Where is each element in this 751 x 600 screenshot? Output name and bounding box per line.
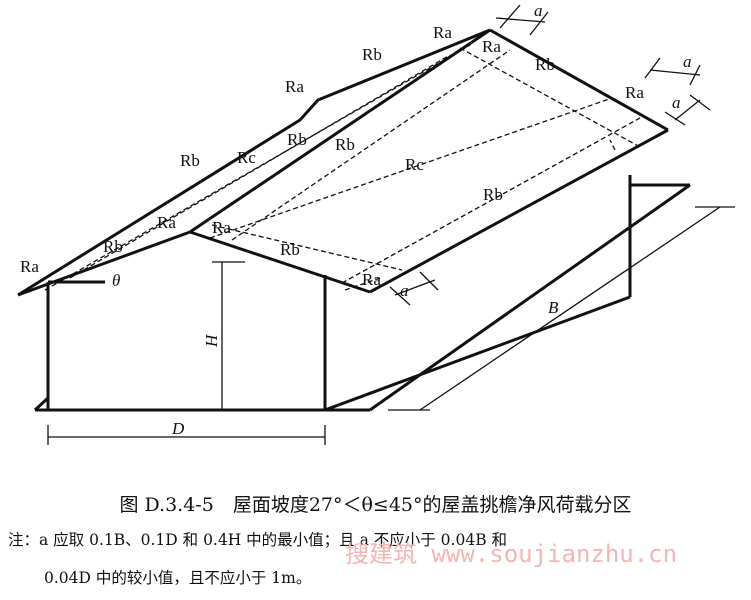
zone-label-rc: Rc: [405, 155, 424, 174]
dimension-label-a: a: [400, 281, 409, 300]
zone-label-rb: Rb: [362, 45, 382, 64]
zone-label-ra: Ra: [212, 218, 231, 237]
zone-label-rb: Rb: [535, 55, 555, 74]
dimension-label-a: a: [672, 93, 681, 112]
zone-label-rc: Rc: [237, 148, 256, 167]
dimension-lines: [47, 4, 735, 445]
building-outline: [17, 28, 691, 412]
zone-label-ra: Ra: [20, 257, 39, 276]
zone-label-ra: Ra: [482, 37, 501, 56]
dimension-label-a: a: [534, 1, 543, 20]
figure-caption: 图 D.3.4-5 屋面坡度27°＜θ≤45°的屋盖挑檐净风荷载分区: [119, 494, 632, 516]
zone-label-rb: Rb: [103, 237, 123, 256]
watermark: 搜建筑 www.soujianzhu.cn: [345, 540, 678, 568]
zone-label-rb: Rb: [483, 185, 503, 204]
dimension-label-a: a: [683, 52, 692, 71]
angle-label-theta: θ: [112, 271, 120, 290]
figure-note-line2: 0.04D 中的较小值，且不应小于 1m。: [44, 569, 312, 587]
zone-dashed-lines: [44, 44, 641, 291]
zone-label-rb: Rb: [280, 240, 300, 259]
zone-labels: Ra Rb Ra Rb Rc Rb Ra Rb Ra Ra Rb Ra Rb R…: [20, 1, 692, 438]
dimension-label-h: H: [202, 333, 221, 348]
dimension-label-d: D: [171, 419, 185, 438]
zone-label-ra: Ra: [362, 270, 381, 289]
roof-wind-load-diagram: Ra Rb Ra Rb Rc Rb Ra Rb Ra Ra Rb Ra Rb R…: [17, 1, 735, 445]
zone-label-rb: Rb: [287, 130, 307, 149]
zone-label-ra: Ra: [157, 213, 176, 232]
zone-label-ra: Ra: [433, 23, 452, 42]
figure-note-line1: 注：a 应取 0.1B、0.1D 和 0.4H 中的最小值；且 a 不应小于 0…: [8, 531, 508, 549]
zone-label-ra: Ra: [285, 77, 304, 96]
zone-label-rb: Rb: [180, 151, 200, 170]
dimension-label-b: B: [548, 298, 559, 317]
zone-label-ra: Ra: [625, 83, 644, 102]
zone-label-rb: Rb: [335, 135, 355, 154]
